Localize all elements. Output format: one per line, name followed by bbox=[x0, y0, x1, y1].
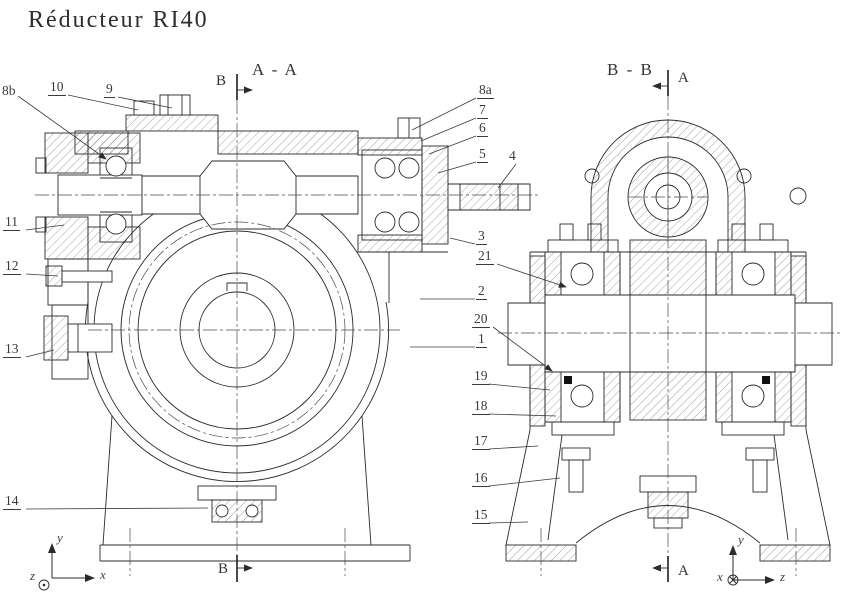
coordinate-axes-left bbox=[38, 543, 95, 591]
callout-10: 10 bbox=[48, 79, 66, 96]
axis-z-label-left: z bbox=[30, 568, 36, 583]
callout-12: 12 bbox=[3, 258, 21, 275]
section-marker-a-bottom: A bbox=[678, 563, 689, 579]
axis-y-label-left: y bbox=[57, 530, 63, 545]
callout-11: 11 bbox=[3, 214, 20, 231]
section-cut-markers bbox=[236, 70, 669, 582]
callout-19: 19 bbox=[472, 368, 490, 385]
view-b-b-drawing bbox=[505, 119, 833, 562]
callout-7: 7 bbox=[477, 102, 488, 119]
callout-20: 20 bbox=[472, 311, 490, 328]
callout-leader-lines bbox=[17, 94, 567, 524]
coordinate-axes-right bbox=[727, 545, 775, 586]
section-marker-b-top: B bbox=[216, 73, 227, 89]
view-label-a-a: A - A bbox=[252, 60, 299, 79]
callout-18: 18 bbox=[472, 398, 490, 415]
callout-14: 14 bbox=[3, 493, 21, 510]
callout-21: 21 bbox=[476, 248, 494, 265]
callout-6: 6 bbox=[477, 120, 488, 137]
axis-x-label-left: x bbox=[100, 567, 106, 582]
callout-17: 17 bbox=[472, 433, 490, 450]
callout-4: 4 bbox=[509, 148, 516, 163]
drawing-title: Réducteur RI40 bbox=[28, 7, 209, 33]
view-label-b-b: B - B bbox=[607, 60, 654, 79]
callout-8a: 8a bbox=[477, 82, 494, 99]
callout-2: 2 bbox=[476, 283, 487, 300]
axis-z-label-right: z bbox=[780, 569, 786, 584]
callout-1: 1 bbox=[476, 331, 487, 348]
callout-9: 9 bbox=[104, 81, 115, 98]
callout-8b: 8b bbox=[2, 83, 16, 98]
section-marker-a-top: A bbox=[678, 70, 689, 86]
axis-y-label-right: y bbox=[738, 532, 744, 547]
callout-16: 16 bbox=[472, 470, 490, 487]
callout-5: 5 bbox=[477, 146, 488, 163]
callout-15: 15 bbox=[472, 507, 490, 524]
axis-x-label-right: x bbox=[717, 569, 723, 584]
callout-13: 13 bbox=[3, 341, 21, 358]
centerlines bbox=[35, 96, 840, 576]
callout-3: 3 bbox=[476, 228, 487, 245]
section-marker-b-bottom: B bbox=[218, 561, 229, 577]
view-a-a-drawing bbox=[35, 94, 531, 562]
